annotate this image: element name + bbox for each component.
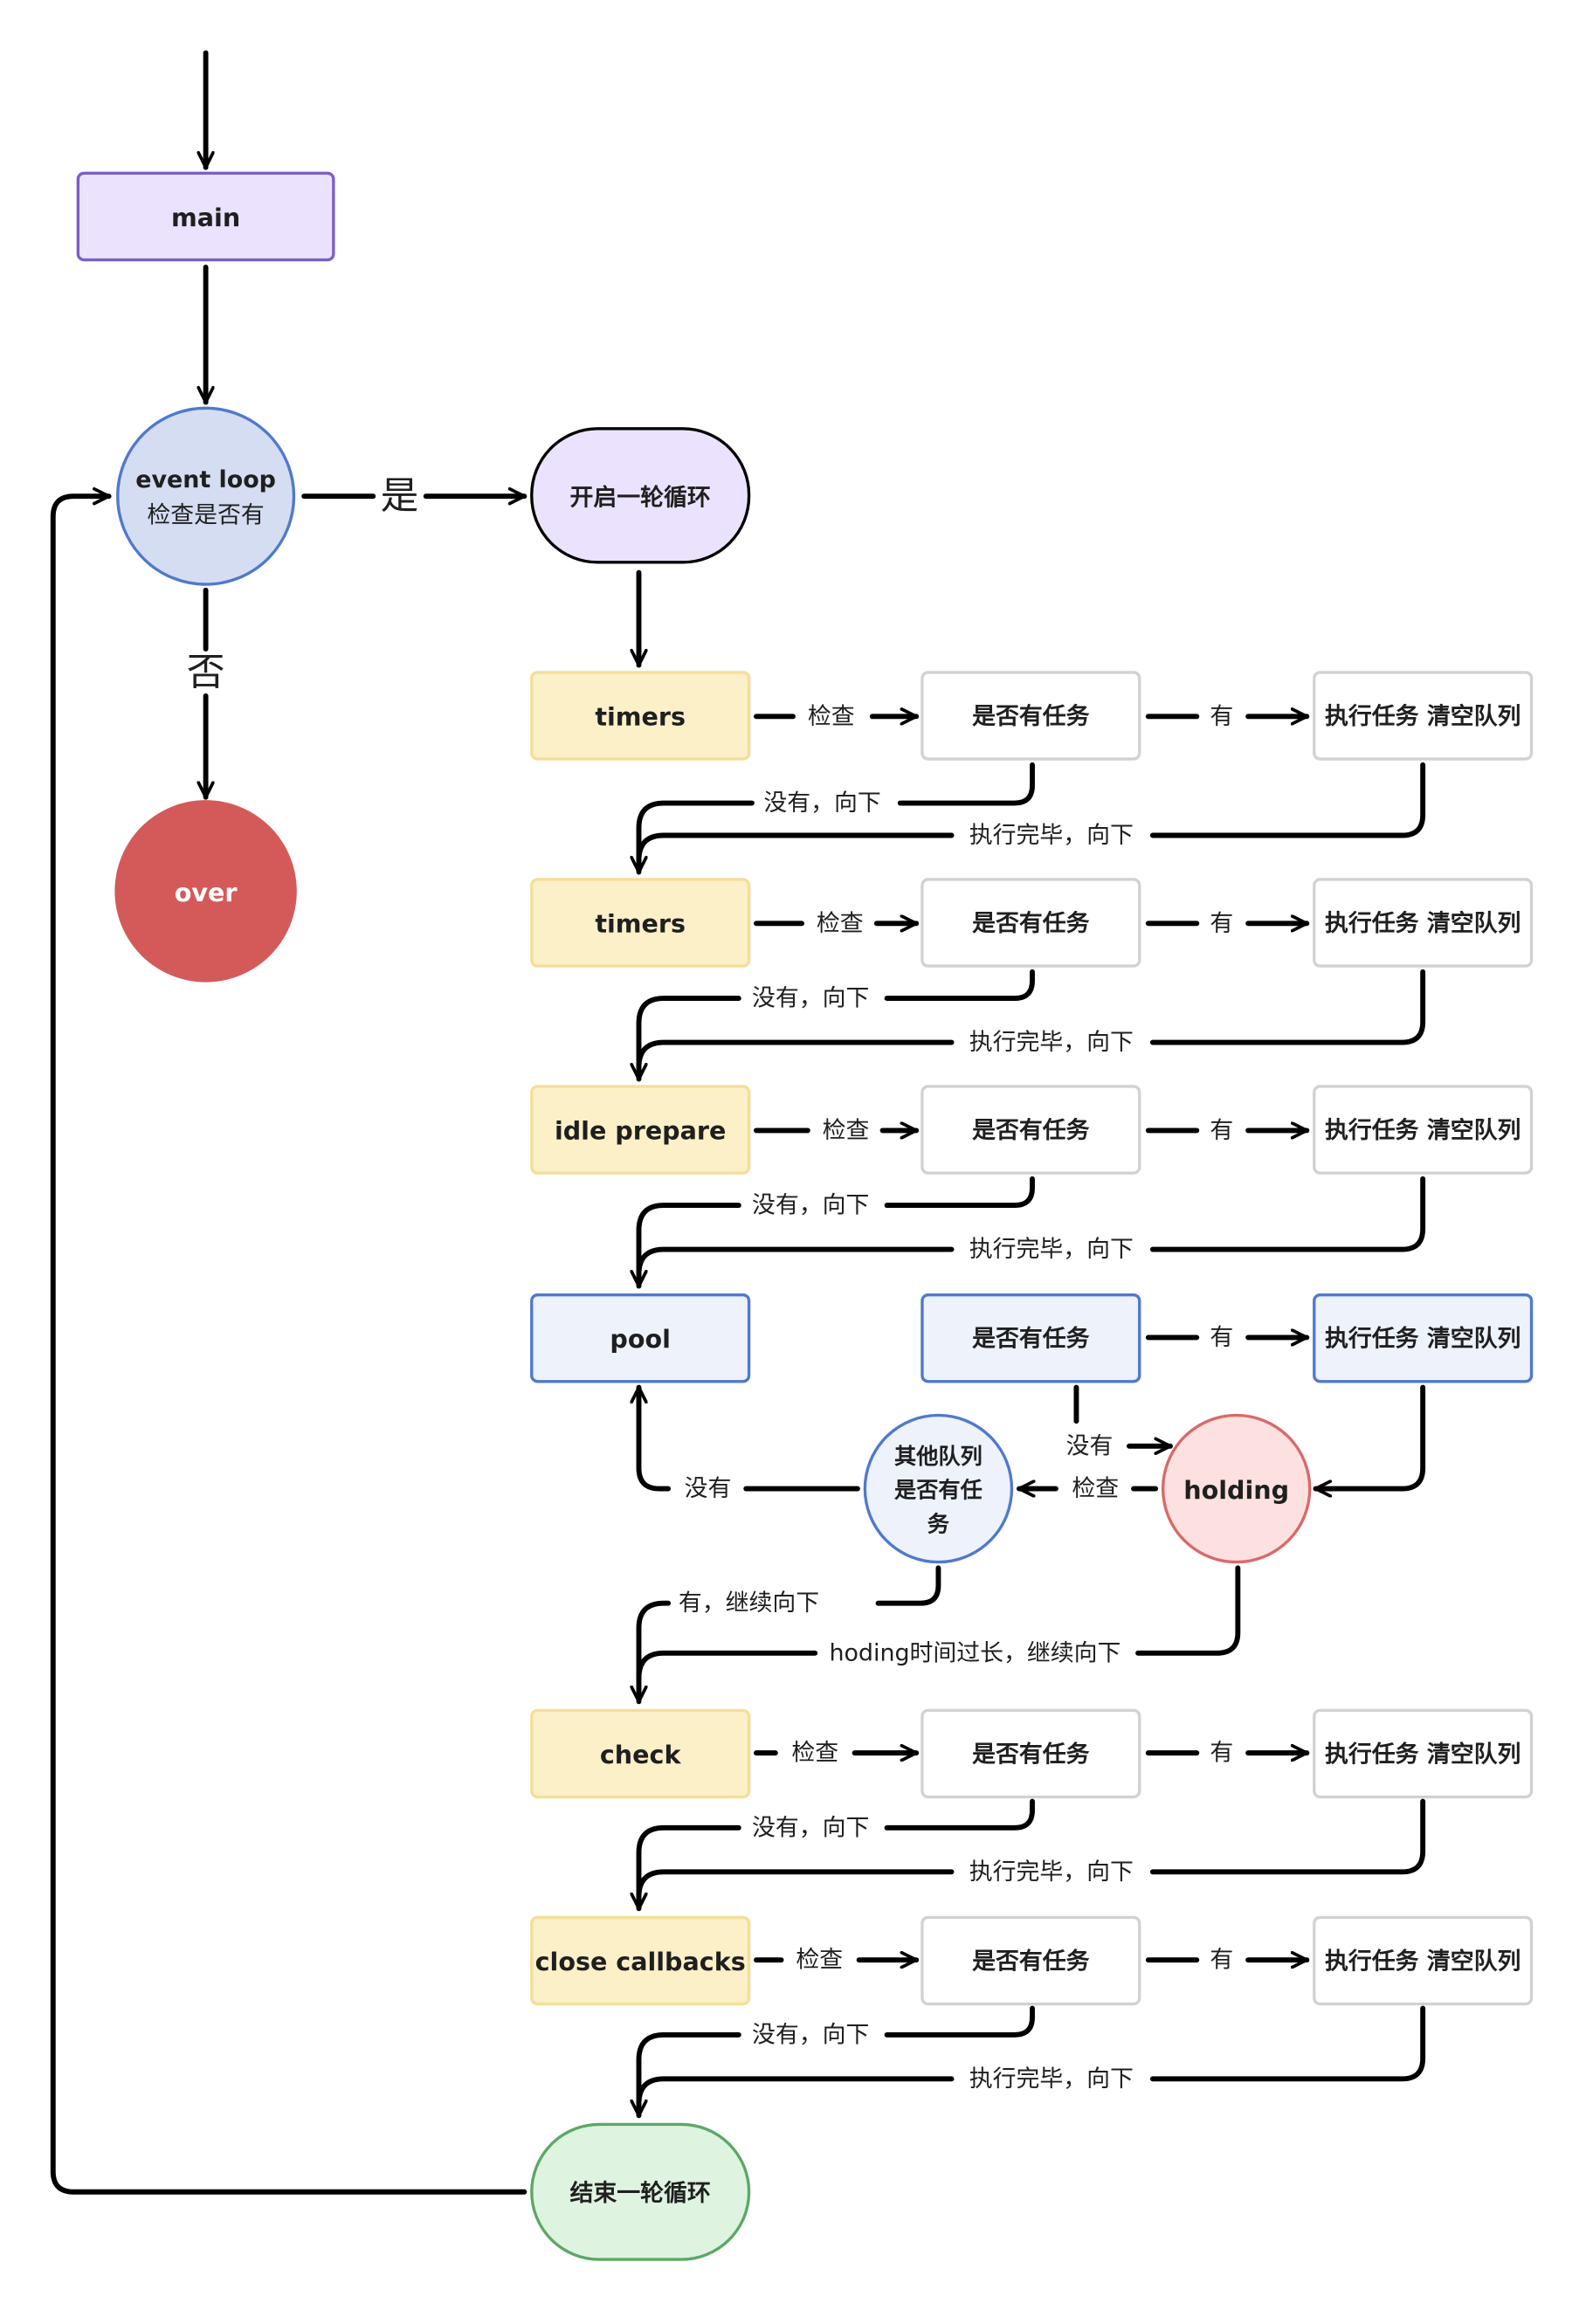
edge-label-done-down: 执行完毕，向下	[969, 1859, 1134, 1886]
over-label: over	[175, 878, 238, 907]
holding-node: holding	[1161, 1413, 1312, 1564]
nodes: main event loop 检查是否有 over 开启一轮循环 timers…	[76, 171, 1534, 2261]
edge-labels: 是 否 检查 有 没有，向下 执行完毕，向下 检查 有 没有，向下 执行完毕，向…	[187, 474, 1234, 2093]
edge-label-done-down: 执行完毕，向下	[969, 822, 1134, 849]
edge-label-check: 检查	[817, 910, 864, 937]
edge-label-have: 有	[1210, 910, 1233, 937]
has-task-node: 是否有任务	[921, 1293, 1141, 1383]
phase-timers: timers	[530, 878, 751, 968]
edge-label-done-down: 执行完毕，向下	[969, 1236, 1134, 1263]
phase-label: check	[600, 1740, 682, 1769]
edge-label-none-down: 没有，向下	[752, 1814, 869, 1841]
edge-label-have: 有	[1210, 1117, 1233, 1144]
phase-label: close callbacks	[535, 1947, 746, 1976]
event-loop-label: event loop	[135, 466, 276, 493]
edge-label-have: 有	[1210, 703, 1233, 730]
execute-clear-label: 执行任务 清空队列	[1325, 909, 1520, 937]
has-task-node: 是否有任务	[921, 671, 1141, 761]
event-loop-sublabel: 检查是否有	[147, 502, 264, 529]
phase-label: timers	[595, 701, 686, 731]
other-queues-node: 其他队列 是否有任 务	[863, 1413, 1014, 1564]
has-task-label: 是否有任务	[972, 703, 1090, 730]
main-label: main	[171, 203, 240, 232]
edge-label-check: 检查	[808, 703, 855, 730]
has-task-label: 是否有任务	[972, 1117, 1090, 1144]
main-node: main	[76, 171, 335, 262]
edge-label-have: 有	[1210, 1324, 1233, 1351]
other-queues-label-1: 其他队列	[894, 1444, 983, 1469]
phase-label: timers	[595, 908, 686, 938]
edge-label-no: 否	[187, 650, 225, 694]
edge-label-holding-timeout: hoding时间过长，继续向下	[829, 1639, 1121, 1666]
edge-label-check: 检查	[823, 1117, 870, 1144]
edge-label-check: 检查	[791, 1740, 838, 1767]
has-task-node: 是否有任务	[921, 1915, 1141, 2006]
holding-label: holding	[1183, 1475, 1289, 1505]
phase-pool: pool	[530, 1293, 751, 1383]
edge-label-have: 有	[1210, 1947, 1233, 1974]
edge-label-done-down: 执行完毕，向下	[969, 2065, 1134, 2093]
has-task-label: 是否有任务	[972, 1948, 1090, 1975]
connectors	[50, 50, 1426, 2195]
end-round-node: 结束一轮循环	[530, 2122, 751, 2261]
execute-clear-node: 执行任务 清空队列	[1313, 1915, 1534, 2006]
phase-idle-prepare: idle prepare	[530, 1085, 751, 1175]
edge-label-done-down: 执行完毕，向下	[969, 1029, 1134, 1056]
has-task-node: 是否有任务	[921, 1085, 1141, 1175]
other-queues-label-2: 是否有任	[894, 1478, 983, 1503]
has-task-label: 是否有任务	[972, 1741, 1090, 1768]
phase-label: idle prepare	[555, 1115, 726, 1145]
event-loop-node: event loop 检查是否有	[116, 406, 296, 586]
edge-loopback	[50, 496, 528, 2195]
has-task-node: 是否有任务	[921, 878, 1141, 968]
has-task-node: 是否有任务	[921, 1708, 1141, 1799]
edge-label-none-down: 没有，向下	[763, 790, 880, 817]
edge-label-none-down: 没有，向下	[752, 2021, 869, 2048]
start-round-node: 开启一轮循环	[530, 427, 751, 564]
execute-clear-label: 执行任务 清空队列	[1325, 1740, 1520, 1768]
edge-label-none-down: 没有，向下	[752, 1192, 869, 1219]
phase-label: pool	[610, 1324, 670, 1354]
execute-clear-label: 执行任务 清空队列	[1325, 1947, 1520, 1975]
has-task-label: 是否有任务	[972, 910, 1090, 937]
edge-label-yes: 是	[381, 474, 419, 519]
edge-label-have: 有	[1210, 1740, 1233, 1767]
end-round-label: 结束一轮循环	[570, 2180, 711, 2207]
start-round-label: 开启一轮循环	[570, 484, 711, 511]
phase-timers: timers	[530, 671, 751, 761]
execute-clear-label: 执行任务 清空队列	[1325, 1325, 1520, 1353]
has-task-label: 是否有任务	[972, 1326, 1090, 1353]
edge-label-check: 检查	[796, 1947, 843, 1974]
execute-clear-node: 执行任务 清空队列	[1313, 878, 1534, 968]
over-node: over	[114, 800, 297, 983]
execute-clear-label: 执行任务 清空队列	[1325, 1116, 1520, 1144]
edge-label-none: 没有	[685, 1475, 732, 1502]
edge-label-none: 没有	[1066, 1432, 1114, 1459]
phase-check: check	[530, 1708, 751, 1799]
edge-label-none-down: 没有，向下	[752, 985, 869, 1012]
execute-clear-node: 执行任务 清空队列	[1313, 1293, 1534, 1383]
execute-clear-node: 执行任务 清空队列	[1313, 671, 1534, 761]
execute-clear-node: 执行任务 清空队列	[1313, 1708, 1534, 1799]
other-queues-label-3: 务	[927, 1511, 950, 1536]
edge-label-check: 检查	[1072, 1475, 1119, 1502]
phase-close-callbacks: close callbacks	[530, 1915, 751, 2006]
execute-clear-node: 执行任务 清空队列	[1313, 1085, 1534, 1175]
execute-clear-label: 执行任务 清空队列	[1325, 702, 1520, 730]
edge-label-have-continue: 有，继续向下	[679, 1590, 819, 1617]
